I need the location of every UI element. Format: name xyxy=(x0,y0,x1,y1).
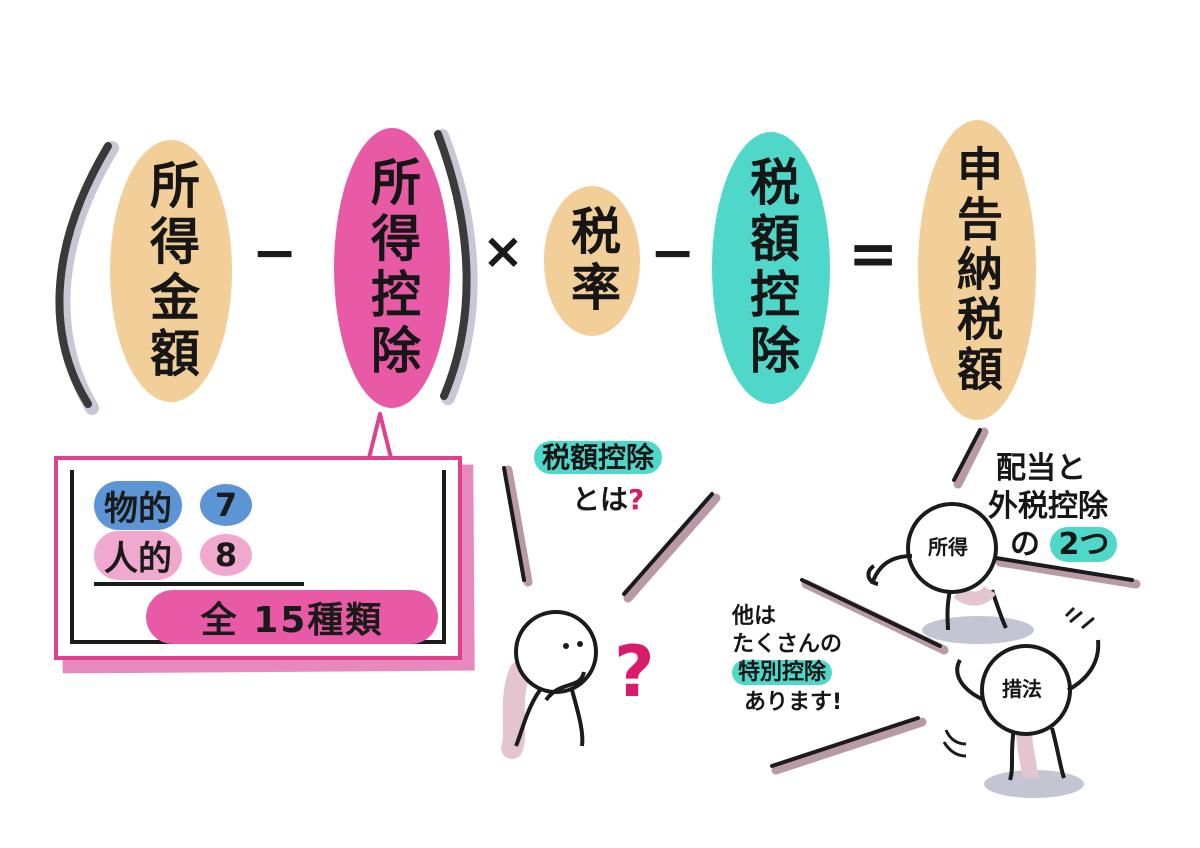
question-subtitle: とは? xyxy=(572,483,645,516)
tax-credit-text: 税額控除 xyxy=(742,156,800,380)
tax-rate-text: 税率 xyxy=(563,205,621,317)
question-title-highlight: 税額控除 xyxy=(534,441,663,474)
question-mark-small: ? xyxy=(628,483,645,516)
measure-figure-label: 措法 xyxy=(1002,677,1042,701)
right-note-line2: 外税控除 xyxy=(988,489,1108,524)
bottom-note-line2: たくさんの xyxy=(732,632,843,657)
right-note-line1: 配当と xyxy=(996,451,1086,486)
thinking-figure xyxy=(501,610,598,759)
equals-operator: = xyxy=(848,219,899,289)
right-note-line3-text: の xyxy=(1010,527,1040,562)
physical-label: 物的 xyxy=(94,480,182,530)
physical-count-badge: 7 xyxy=(200,484,252,526)
income-amount-text: 所得金額 xyxy=(142,159,200,383)
stroke xyxy=(623,493,721,603)
tax-credit-oval: 税額控除 xyxy=(712,132,830,404)
big-question-mark: ? xyxy=(614,631,655,713)
stroke xyxy=(771,717,927,775)
right-note-highlight: 2つ xyxy=(1050,527,1118,562)
income-figure xyxy=(866,502,1034,644)
bottom-note-line1: 他は xyxy=(732,604,777,629)
measure-figure xyxy=(942,606,1101,798)
minus-operator: − xyxy=(650,221,696,284)
bottom-note-highlight: 特別控除 xyxy=(732,660,833,685)
question-title: 税額控除 xyxy=(534,441,663,474)
income-figure-label: 所得 xyxy=(928,535,968,559)
tax-rate-oval: 税率 xyxy=(544,186,640,336)
tax-due-text: 申告納税額 xyxy=(950,145,1004,395)
minus-operator: − xyxy=(252,221,298,284)
personal-count-badge: 8 xyxy=(200,534,252,576)
personal-label: 人的 xyxy=(94,530,182,580)
income-deduction-oval: 所得控除 xyxy=(334,128,450,408)
bottom-note-line3: 特別控除 xyxy=(732,660,833,685)
tax-due-oval: 申告納税額 xyxy=(918,120,1036,420)
bottom-note-line4: あります! xyxy=(744,690,843,715)
stroke xyxy=(995,557,1141,589)
physical-row: 物的 7 xyxy=(94,480,252,530)
deduction-box: 物的 7 人的 8 全 15種類 xyxy=(54,456,462,660)
total-pill: 全 15種類 xyxy=(146,590,438,644)
callout-tail xyxy=(366,412,394,463)
stroke xyxy=(503,465,533,587)
personal-row: 人的 8 xyxy=(94,530,252,580)
question-subtitle-text: とは xyxy=(572,483,629,516)
income-deduction-text: 所得控除 xyxy=(363,156,421,380)
income-amount-oval: 所得金額 xyxy=(110,140,232,402)
times-operator: × xyxy=(482,222,524,280)
stroke xyxy=(953,427,989,489)
right-note-line3: の 2つ xyxy=(1010,527,1118,563)
sum-underline xyxy=(94,582,304,586)
total-label: 全 15種類 xyxy=(200,600,384,641)
